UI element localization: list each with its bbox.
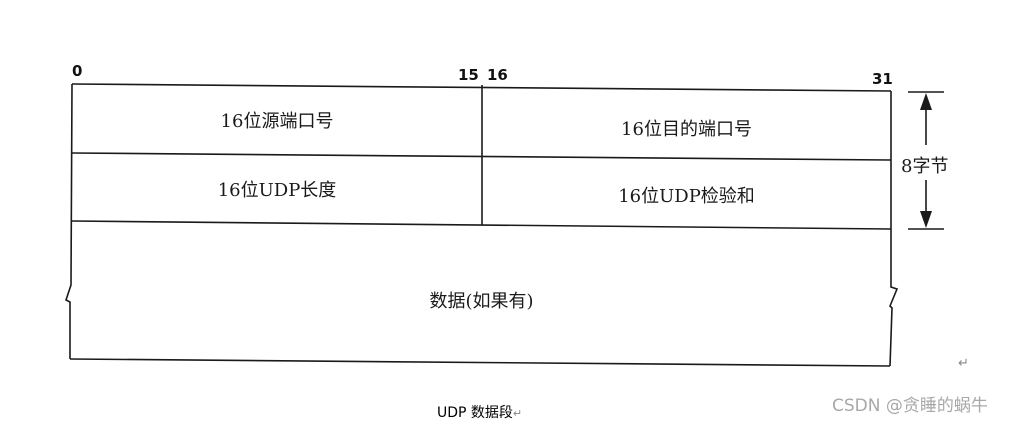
bit-label-15: 15 <box>458 66 479 84</box>
destination-port-field: 16位目的端口号 <box>621 119 752 140</box>
left-border <box>65 83 73 359</box>
udp-checksum-field: 16位UDP检验和 <box>618 186 755 207</box>
data-field: 数据(如果有) <box>429 291 534 312</box>
bit-label-16: 16 <box>487 66 508 84</box>
arrow-down-icon <box>920 211 932 228</box>
caption-return-icon: ↵ <box>512 407 523 420</box>
right-border <box>889 91 899 367</box>
figure-caption: UDP 数据段↵ <box>437 402 522 422</box>
caption-text: UDP 数据段 <box>437 405 513 421</box>
csdn-watermark: CSDN @贪睡的蜗牛 <box>832 396 988 416</box>
udp-length-field: 16位UDP长度 <box>217 180 337 201</box>
bit-label-0: 0 <box>72 62 83 80</box>
header-size-label: 8字节 <box>901 150 949 180</box>
bottom-border <box>69 358 891 367</box>
paragraph-mark-icon: ↵ <box>958 356 969 371</box>
source-port-field: 16位源端口号 <box>220 111 334 132</box>
bit-label-31: 31 <box>872 70 893 88</box>
arrow-up-icon <box>920 93 932 110</box>
